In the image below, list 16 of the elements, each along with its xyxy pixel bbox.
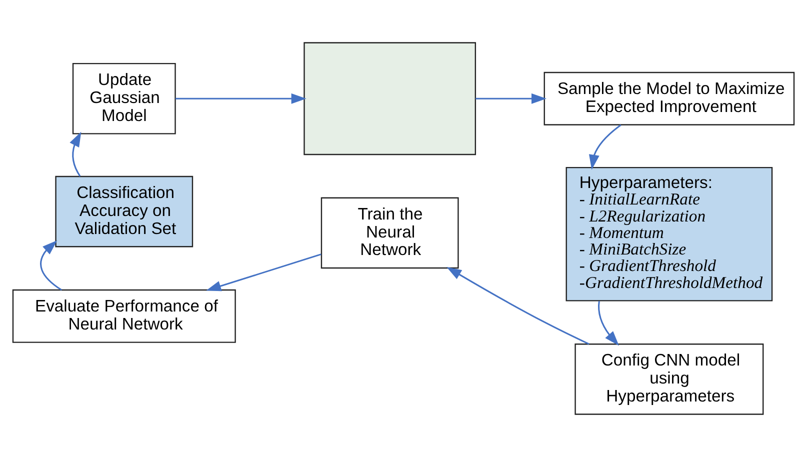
node-box: Sample the Model to Maximize Expected Improvement — [544, 72, 795, 126]
arrow — [598, 301, 620, 346]
node-box: Evaluate Performance of Neural Network — [12, 289, 236, 343]
arrow — [70, 132, 82, 177]
node-box: Train the Neural Network — [320, 197, 459, 269]
arrow — [446, 266, 590, 345]
arrow — [206, 254, 322, 292]
arrow — [40, 240, 62, 291]
node-box: Classification Accuracy on Validation Set — [55, 176, 194, 248]
node-box: Config CNN model using Hyperparameters — [574, 344, 764, 415]
arrow — [476, 93, 546, 104]
arrow — [175, 93, 306, 104]
node-box — [304, 42, 476, 156]
node-box: Update Gaussian Model — [72, 62, 176, 134]
arrow — [588, 124, 622, 170]
node-box: Hyperparameters: - InitialLearnRate - L2Regularization - Momentum - MiniBatchSize - GradientThreshold -GradientThresholdMethod — [566, 166, 773, 302]
